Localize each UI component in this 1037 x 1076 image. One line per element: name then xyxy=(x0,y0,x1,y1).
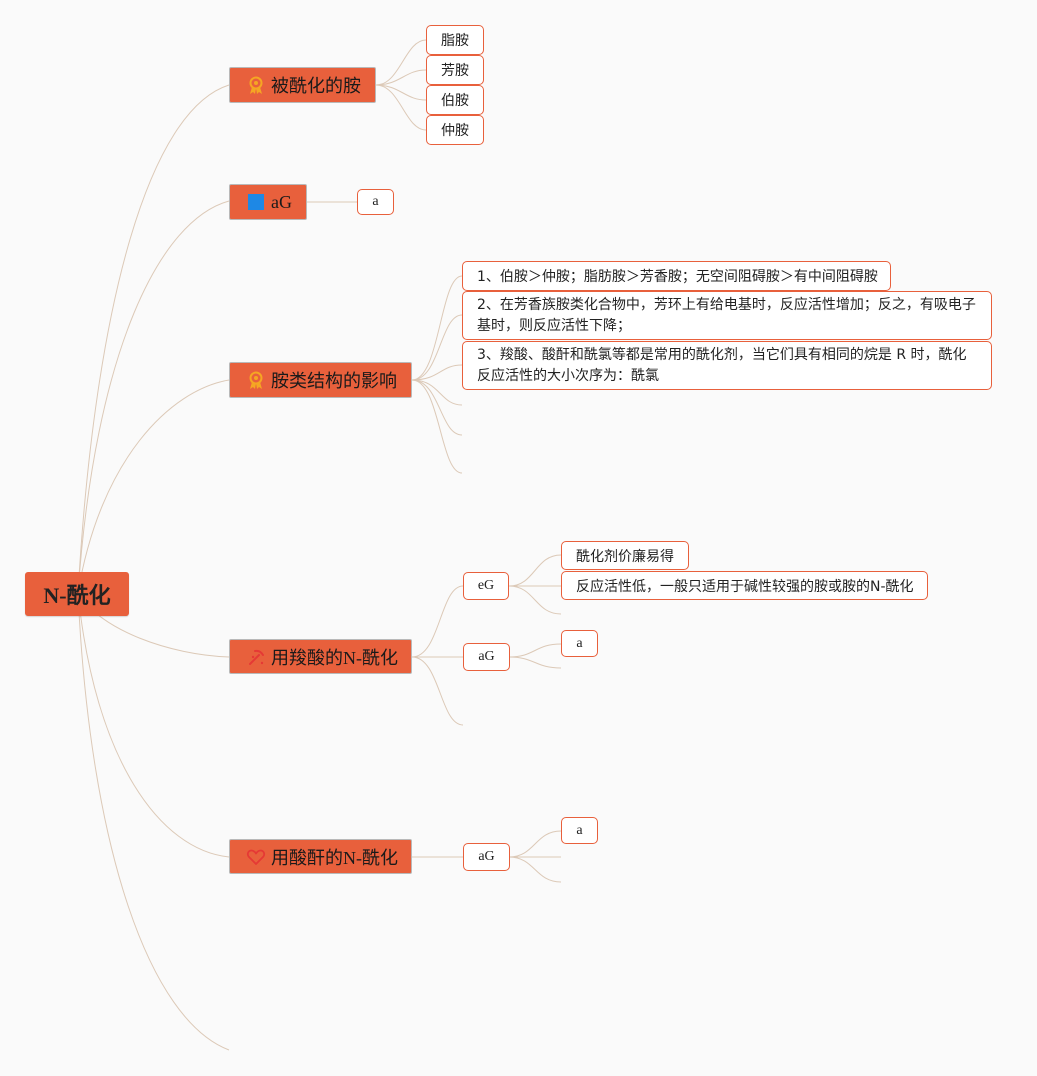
leaf-structure-rule-3[interactable]: 3、羧酸、酸酐和酰氯等都是常用的酰化剂，当它们具有相同的烷是 R 时，酰化反应活… xyxy=(462,341,992,390)
leaf-a[interactable]: a xyxy=(561,630,598,657)
branch-carboxylic-acid-acylation[interactable]: 用羧酸的N-酰化 xyxy=(229,639,412,674)
leaf-aliphatic-amine[interactable]: 脂胺 xyxy=(426,25,484,55)
branch-label: 用酸酐的N-酰化 xyxy=(271,847,398,868)
branch-ag[interactable]: aG xyxy=(229,184,307,220)
blue-square-icon xyxy=(246,192,266,212)
leaf-a[interactable]: a xyxy=(357,189,394,215)
leaf-low-reactivity[interactable]: 反应活性低，一般只适用于碱性较强的胺或胺的N-酰化 xyxy=(561,571,928,600)
award-ribbon-icon xyxy=(246,370,266,390)
award-ribbon-icon xyxy=(246,75,266,95)
leaf-a[interactable]: a xyxy=(561,817,598,844)
heart-icon xyxy=(246,847,266,867)
branch-anhydride-acylation[interactable]: 用酸酐的N-酰化 xyxy=(229,839,412,874)
root-label: N-酰化 xyxy=(43,583,111,608)
leaf-aromatic-amine[interactable]: 芳胺 xyxy=(426,55,484,85)
sub-node-eg[interactable]: eG xyxy=(463,572,509,600)
leaf-cheap-acylating-agent[interactable]: 酰化剂价廉易得 xyxy=(561,541,689,570)
branch-acylated-amine[interactable]: 被酰化的胺 xyxy=(229,67,376,103)
branch-label: 胺类结构的影响 xyxy=(271,371,397,391)
root-node[interactable]: N-酰化 xyxy=(25,572,129,616)
branch-label: 用羧酸的N-酰化 xyxy=(271,647,398,668)
leaf-primary-amine[interactable]: 伯胺 xyxy=(426,85,484,115)
leaf-structure-rule-1[interactable]: 1、伯胺＞仲胺；脂肪胺＞芳香胺；无空间阻碍胺＞有中间阻碍胺 xyxy=(462,261,891,291)
leaf-structure-rule-2[interactable]: 2、在芳香族胺类化合物中，芳环上有给电基时，反应活性增加；反之，有吸电子基时，则… xyxy=(462,291,992,340)
branch-amine-structure-effect[interactable]: 胺类结构的影响 xyxy=(229,362,412,398)
branch-label: aG xyxy=(271,191,292,212)
sub-node-ag[interactable]: aG xyxy=(463,843,510,871)
sub-node-ag[interactable]: aG xyxy=(463,643,510,671)
branch-label: 被酰化的胺 xyxy=(271,76,361,96)
pickaxe-icon xyxy=(246,647,266,667)
leaf-secondary-amine[interactable]: 仲胺 xyxy=(426,115,484,145)
